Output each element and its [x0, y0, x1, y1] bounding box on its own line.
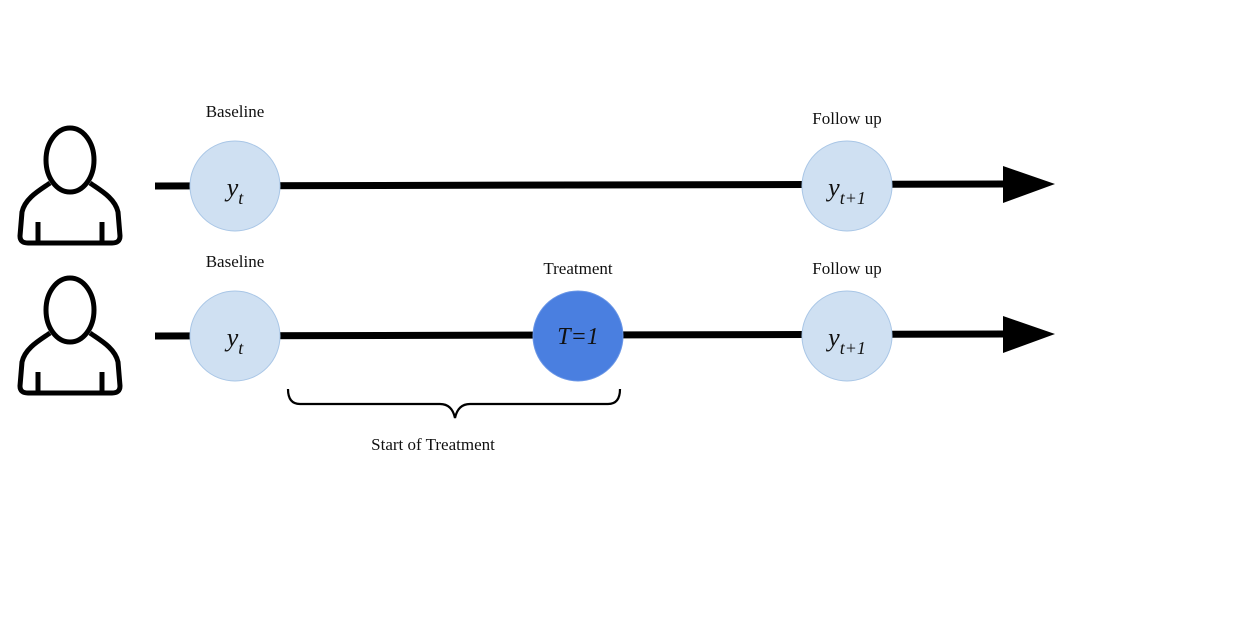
- person-icon: [20, 278, 120, 393]
- followup-label: Follow up: [812, 109, 881, 128]
- baseline-label: Baseline: [206, 102, 265, 121]
- curly-brace: [286, 388, 622, 419]
- followup-variable: yt+1: [825, 173, 866, 208]
- timeline-row-treatment: Baseline yt Treatment T=1 Follow up yt+1: [154, 252, 1055, 382]
- followup-node: [801, 140, 893, 232]
- followup-node: [801, 290, 893, 382]
- timeline-row-control: Baseline yt Follow up yt+1: [154, 102, 1055, 232]
- followup-variable: yt+1: [825, 323, 866, 358]
- baseline-node: [189, 140, 281, 232]
- baseline-label: Baseline: [206, 252, 265, 271]
- baseline-variable: yt: [224, 173, 245, 208]
- treatment-variable: T=1: [557, 324, 599, 350]
- baseline-node: [189, 290, 281, 382]
- brace-label: Start of Treatment: [371, 435, 495, 454]
- treatment-node: [532, 290, 624, 382]
- treatment-label: Treatment: [543, 259, 613, 278]
- arrow-head: [1003, 166, 1055, 203]
- followup-label: Follow up: [812, 259, 881, 278]
- baseline-variable: yt: [224, 323, 245, 358]
- person-icon: [20, 128, 120, 243]
- arrow-head: [1003, 316, 1055, 353]
